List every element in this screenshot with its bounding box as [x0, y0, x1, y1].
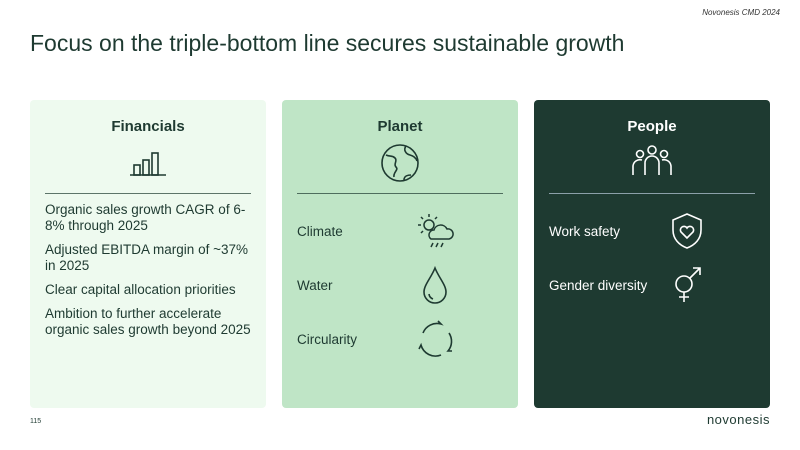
- people-item-gender-diversity: Gender diversity: [549, 258, 755, 312]
- planet-item-climate: Climate: [297, 204, 503, 258]
- recycle-arrows-icon: [418, 320, 453, 357]
- card-title: People: [627, 118, 677, 135]
- page-title: Focus on the triple-bottom line secures …: [30, 30, 625, 56]
- card-title: Financials: [111, 118, 185, 135]
- water-drop-icon: [423, 265, 447, 304]
- people-card: People Work safety Gender diversity: [534, 100, 770, 408]
- divider: [549, 193, 755, 194]
- page-number: 115: [30, 418, 42, 425]
- financial-item: Clear capital allocation priorities: [45, 282, 236, 297]
- planet-item-water: Water: [297, 258, 503, 312]
- people-item-work-safety: Work safety: [549, 204, 755, 258]
- divider: [45, 193, 251, 194]
- financials-card: Financials Organic sales growth CAGR of …: [30, 100, 266, 408]
- novonesis-logo: novonesis: [706, 412, 770, 427]
- weather-icon: [418, 214, 454, 248]
- gender-symbol-icon: [675, 267, 701, 302]
- bar-chart-icon: [45, 143, 251, 183]
- planet-item-circularity: Circularity: [297, 312, 503, 366]
- card-title: Planet: [377, 118, 423, 135]
- shield-heart-icon: [672, 213, 702, 249]
- globe-icon: [297, 143, 503, 183]
- divider: [297, 193, 503, 194]
- financial-item: Ambition to further accelerate organic s…: [45, 306, 251, 337]
- header-label: Novonesis CMD 2024: [702, 8, 780, 17]
- financial-item: Organic sales growth CAGR of 6-8% throug…: [45, 202, 246, 233]
- financial-item: Adjusted EBITDA margin of ~37% in 2025: [45, 242, 248, 273]
- planet-card: Planet Climate Water Circularity: [282, 100, 518, 408]
- people-group-icon: [549, 143, 755, 183]
